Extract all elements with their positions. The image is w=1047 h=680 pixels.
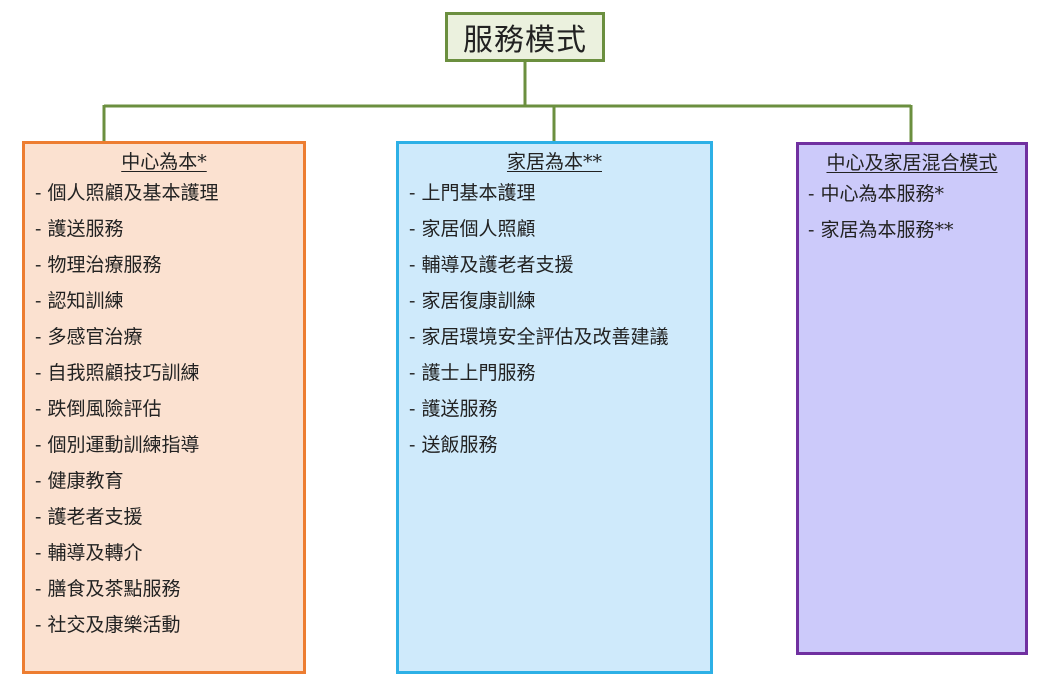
list-item: - 家居環境安全評估及改善建議 <box>409 326 669 348</box>
list-item: - 物理治療服務 <box>35 254 162 276</box>
list-item: - 自我照顧技巧訓練 <box>35 362 200 384</box>
list-item: - 中心為本服務* <box>808 183 944 205</box>
list-item: - 護老者支援 <box>35 506 143 528</box>
branch-center-based: 中心為本* - 個人照顧及基本護理 - 護送服務 - 物理治療服務 - 認知訓練… <box>22 141 306 674</box>
list-item: - 個別運動訓練指導 <box>35 434 200 456</box>
list-item: - 社交及康樂活動 <box>35 614 181 636</box>
branch-home-based: 家居為本** - 上門基本護理 - 家居個人照顧 - 輔導及護老者支援 - 家居… <box>396 141 713 674</box>
branch-list-center-based: - 個人照顧及基本護理 - 護送服務 - 物理治療服務 - 認知訓練 - 多感官… <box>25 175 303 643</box>
root-label: 服務模式 <box>463 23 587 58</box>
list-item: - 膳食及茶點服務 <box>35 578 181 600</box>
list-item: - 跌倒風險評估 <box>35 398 162 420</box>
list-item: - 認知訓練 <box>35 290 124 312</box>
list-item: - 家居個人照顧 <box>409 218 536 240</box>
branch-title-mixed-mode: 中心及家居混合模式 <box>826 152 998 174</box>
root-node-service-modes: 服務模式 <box>445 12 605 62</box>
list-item: - 護送服務 <box>35 218 124 240</box>
list-item: - 健康教育 <box>35 470 124 492</box>
list-item: - 護士上門服務 <box>409 362 536 384</box>
branch-title-center-based: 中心為本* <box>121 151 207 173</box>
list-item: - 輔導及護老者支援 <box>409 254 574 276</box>
list-item: - 送飯服務 <box>409 434 498 456</box>
list-item: - 護送服務 <box>409 398 498 420</box>
list-item: - 家居為本服務** <box>808 219 954 241</box>
list-item: - 個人照顧及基本護理 <box>35 182 219 204</box>
list-item: - 多感官治療 <box>35 326 143 348</box>
branch-mixed-mode: 中心及家居混合模式 - 中心為本服務* - 家居為本服務** <box>796 142 1028 655</box>
list-item: - 家居復康訓練 <box>409 290 536 312</box>
branch-list-mixed-mode: - 中心為本服務* - 家居為本服務** <box>799 176 1025 248</box>
list-item: - 上門基本護理 <box>409 182 536 204</box>
branch-title-home-based: 家居為本** <box>506 151 602 173</box>
branch-list-home-based: - 上門基本護理 - 家居個人照顧 - 輔導及護老者支援 - 家居復康訓練 - … <box>399 175 710 463</box>
list-item: - 輔導及轉介 <box>35 542 143 564</box>
